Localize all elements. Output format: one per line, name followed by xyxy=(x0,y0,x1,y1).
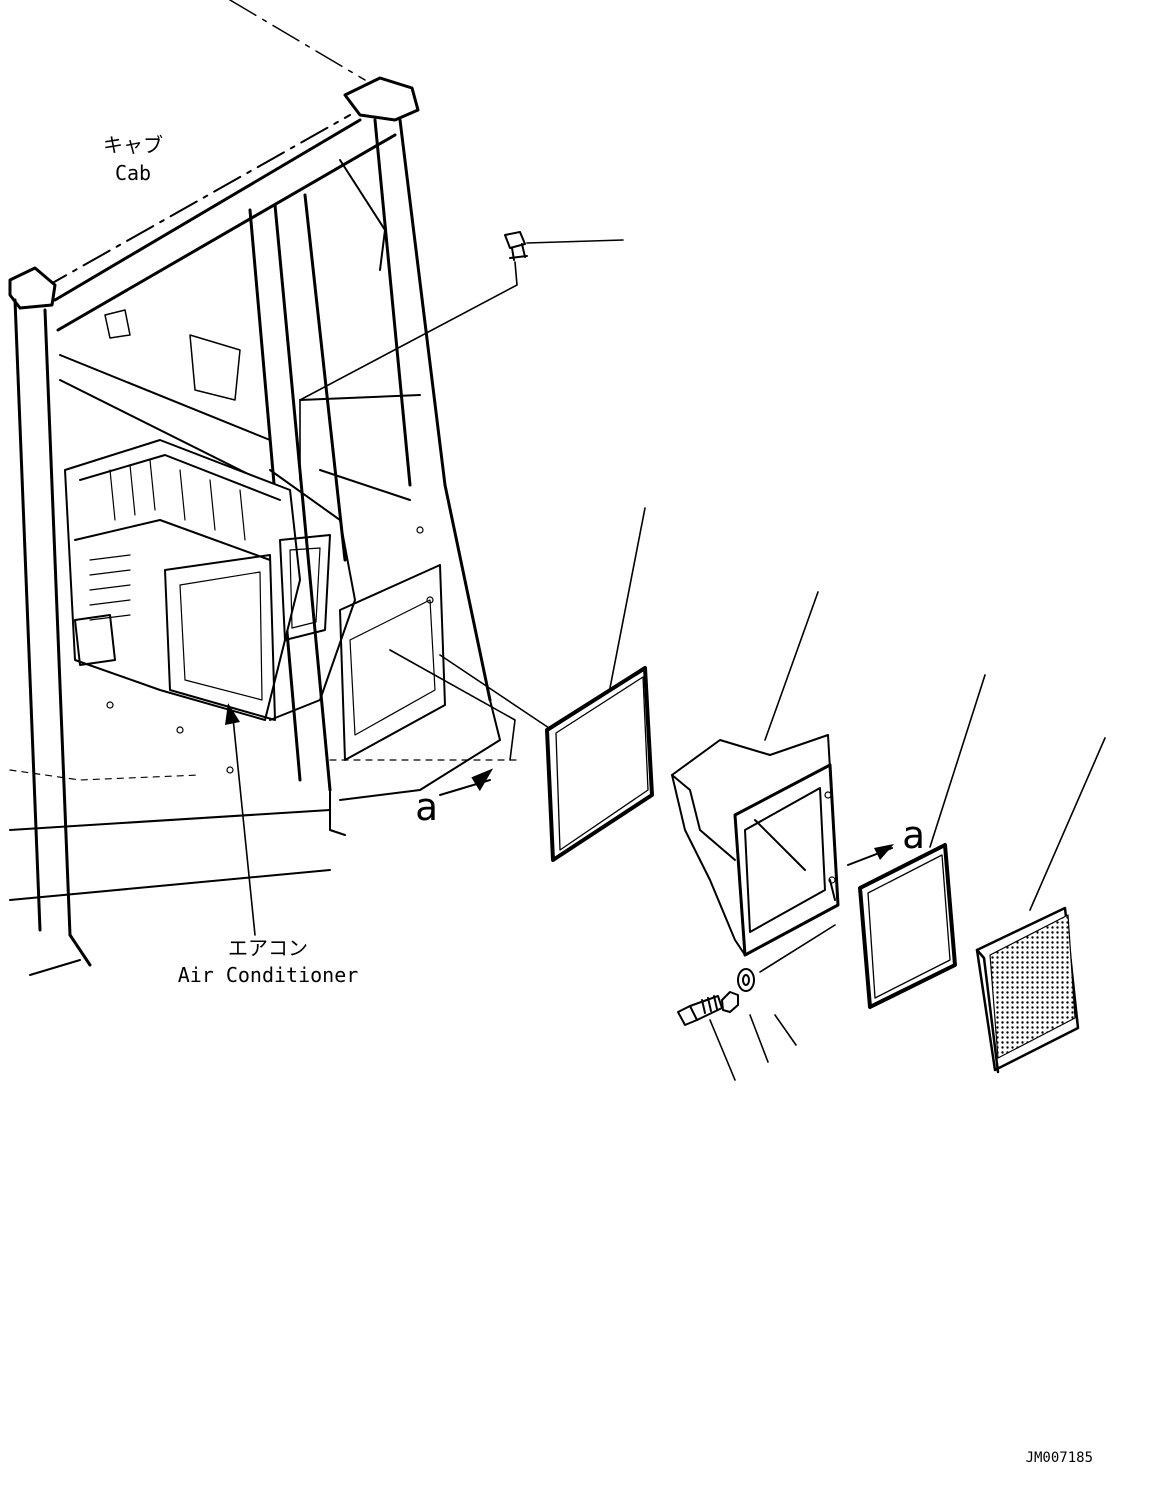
gasket-right xyxy=(858,843,957,1009)
duct-part xyxy=(671,734,840,957)
gasket-left xyxy=(545,666,654,862)
aircon-label-jp: エアコン xyxy=(228,936,308,960)
aircon-label-en: Air Conditioner xyxy=(178,963,359,987)
cab-frame xyxy=(8,0,521,976)
cab-label-en: Cab xyxy=(115,161,151,185)
washer xyxy=(737,968,755,992)
clip-part xyxy=(504,231,528,261)
filter-grille xyxy=(975,906,1080,1074)
bolt xyxy=(677,995,723,1026)
drawing-id: JM007185 xyxy=(1026,1450,1093,1466)
view-a-label-right: a xyxy=(902,813,925,857)
view-a-label-left: a xyxy=(415,785,438,829)
leader-lines xyxy=(232,239,1106,1081)
view-a-arrow-shafts xyxy=(439,779,893,866)
nut xyxy=(721,991,739,1013)
air-conditioner-unit xyxy=(64,439,356,721)
cab-label-jp: キャブ xyxy=(103,133,163,157)
